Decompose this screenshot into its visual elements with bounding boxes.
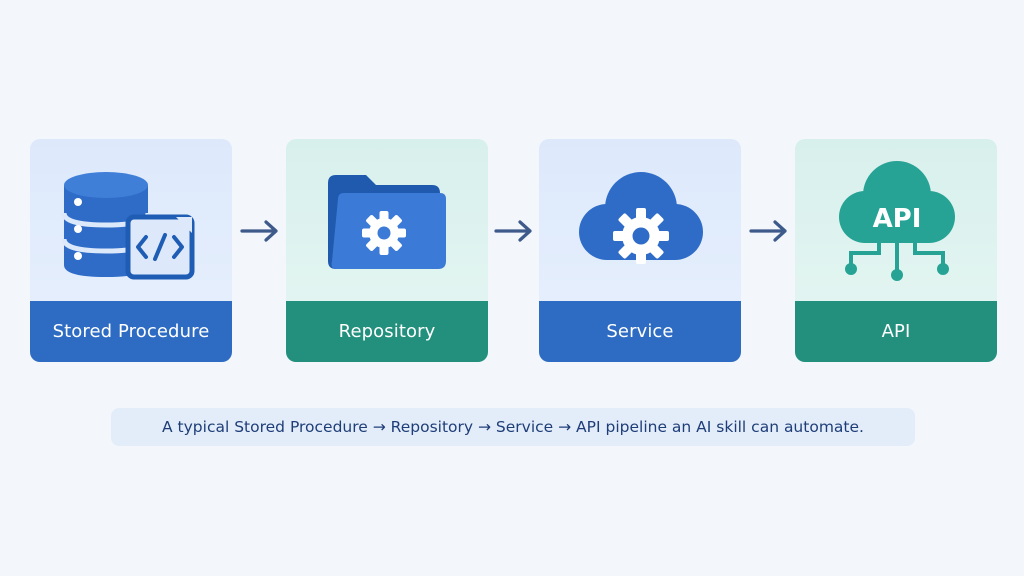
node-label: API: [795, 301, 997, 362]
diagram-caption: A typical Stored Procedure → Repository …: [111, 408, 915, 446]
api-icon-text: API: [873, 204, 922, 234]
node-art: [30, 139, 232, 301]
node-label: Service: [539, 301, 741, 362]
node-label: Repository: [286, 301, 488, 362]
arrow-right-icon: [240, 220, 278, 242]
cloud-api-icon: API: [839, 161, 955, 281]
node-label: Stored Procedure: [30, 301, 232, 362]
arrow-right-icon: [749, 220, 787, 242]
node-service: Service: [539, 139, 741, 362]
node-api: API API: [795, 139, 997, 362]
node-art: [286, 139, 488, 301]
node-repository: Repository: [286, 139, 488, 362]
folder-gear-icon: [328, 175, 446, 269]
database-code-icon: [61, 172, 195, 280]
node-art: API: [795, 139, 997, 301]
arrow-right-icon: [494, 220, 532, 242]
node-stored-procedure: Stored Procedure: [30, 139, 232, 362]
cloud-gear-icon: [579, 172, 703, 264]
node-art: [539, 139, 741, 301]
